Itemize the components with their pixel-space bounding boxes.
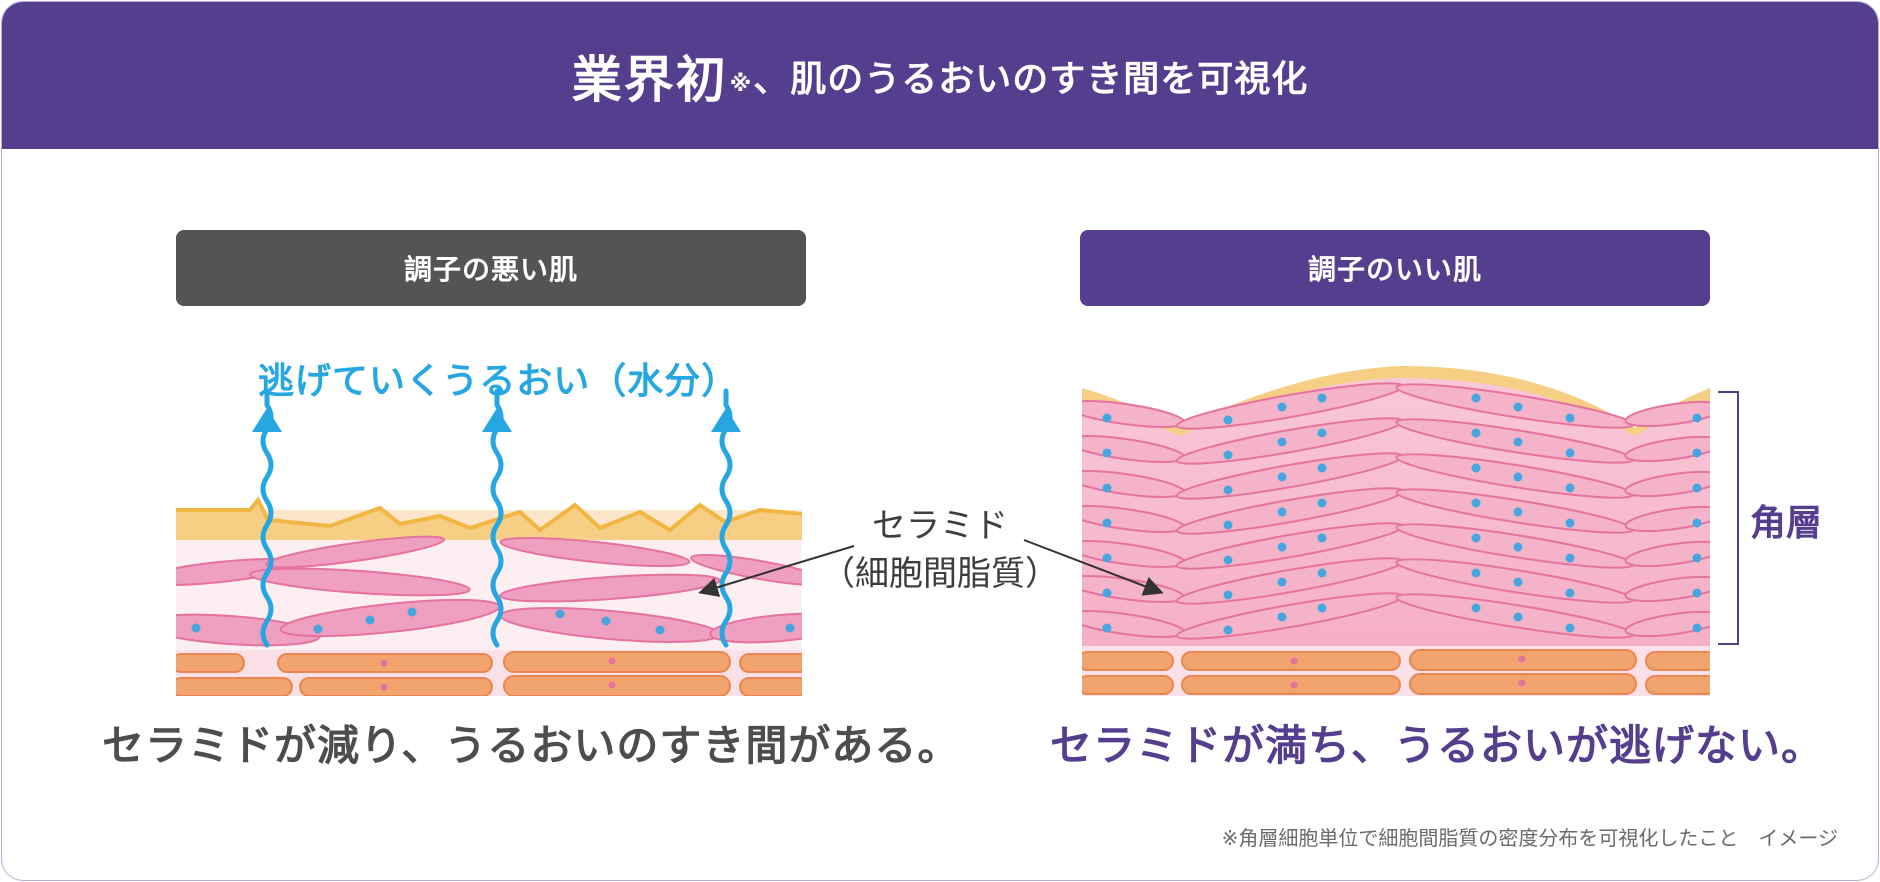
moisture-arrow	[490, 388, 504, 648]
ceramide-pointer-left	[698, 545, 855, 597]
ceramide-label: セラミド （細胞間脂質）	[820, 502, 1060, 598]
banner-title-rest: 、肌のうるおいのすき間を可視化	[753, 58, 1309, 100]
arrow-head-icon	[482, 408, 512, 432]
banner-title-note: ※	[729, 72, 752, 97]
moisture-arrow	[260, 388, 274, 648]
good-skin-section	[1082, 366, 1710, 696]
moisture-arrows	[260, 388, 733, 648]
bad-skin-caption: セラミドが減り、うるおいのすき間がある。	[102, 721, 961, 770]
ceramide-pointer-right	[1023, 539, 1164, 596]
ceramide-label-line2: （細胞間脂質）	[821, 554, 1059, 594]
escaping-moisture-label: 逃げていくうるおい（水分）	[258, 361, 739, 402]
ceramide-label-line1: セラミド	[872, 506, 1008, 546]
layer-bracket	[1718, 391, 1739, 645]
moisture-arrow	[719, 388, 733, 648]
good-skin-label: 調子のいい肌	[1080, 230, 1710, 306]
arrow-head-icon	[711, 408, 741, 432]
banner-title-main: 業界初	[571, 50, 728, 109]
footnote: ※角層細胞単位で細胞間脂質の密度分布を可視化したこと イメージ	[1221, 826, 1838, 850]
stratum-corneum-label: 角層	[1750, 503, 1823, 544]
header-banner: 業界初 ※ 、肌のうるおいのすき間を可視化	[2, 2, 1878, 149]
arrow-head-icon	[252, 408, 282, 432]
good-skin-caption: セラミドが満ち、うるおいが逃げない。	[1050, 721, 1825, 770]
bad-skin-section	[176, 496, 802, 696]
bad-skin-label: 調子の悪い肌	[176, 230, 806, 306]
